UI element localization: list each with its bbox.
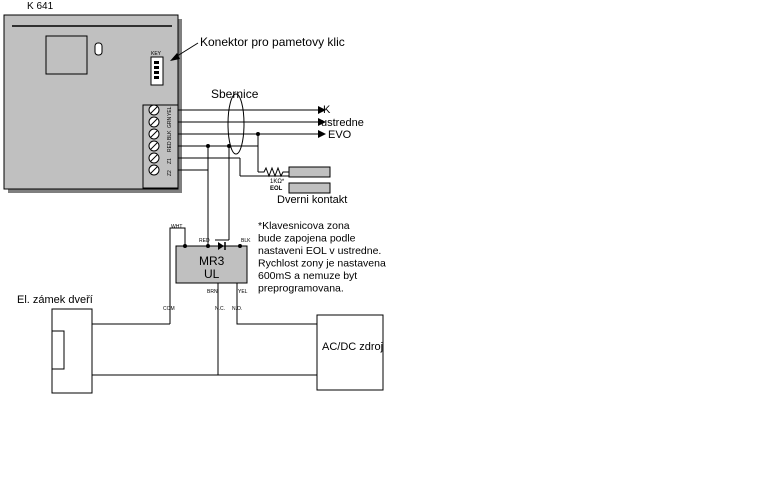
arrow-k-icon: [318, 106, 326, 114]
terminal-screw-slot: [150, 166, 158, 174]
terminal-screw-slot: [150, 130, 158, 138]
terminal-label: YEL: [167, 106, 173, 116]
terminal-label: BLK: [167, 130, 173, 140]
arrow-evo-icon: [318, 130, 326, 138]
key-label: KEY: [151, 51, 162, 57]
note-line: Rychlost zony je nastavena: [258, 258, 386, 270]
arrow-label-evo: EVO: [328, 129, 352, 141]
eol-label: EOL: [270, 186, 283, 192]
wire-terminal: [238, 244, 242, 248]
power-supply-label: AC/DC zdroj: [322, 341, 383, 353]
terminal-label: RED: [167, 141, 173, 152]
bus-wires: [178, 109, 318, 172]
keypad-led-icon: [94, 42, 103, 56]
brn-label: BRN: [207, 289, 218, 295]
wire-terminal: [183, 244, 187, 248]
terminal-label: Z2: [167, 170, 173, 176]
diode-icon: [208, 242, 240, 250]
arrow-label-ustredne: ustredne: [321, 117, 364, 129]
terminal-screw-slot: [150, 106, 158, 114]
door-contact-label: Dverni kontakt: [277, 194, 347, 206]
red-label: RED: [199, 238, 210, 244]
power-supply-box: [316, 314, 384, 391]
resistor-label: 1KΩ*: [270, 179, 285, 185]
door-lock-label: El. zámek dveří: [17, 294, 93, 306]
note-line: bude zapojena podle: [258, 233, 356, 245]
connector-arrow-icon: [170, 53, 180, 61]
keypad-title: K 641: [27, 1, 54, 12]
note-line: nastaveni EOL v ustredne.: [258, 245, 381, 257]
door-lock-bolt: [51, 330, 65, 370]
terminal-label: GRN: [167, 117, 173, 129]
terminal-label: Z1: [167, 158, 173, 164]
bus-shield-icon: [227, 93, 245, 155]
com-label: COM: [163, 306, 175, 312]
door-contact-body: [288, 182, 331, 194]
wht-label: WHT: [171, 224, 182, 230]
bus-label: Sbernice: [211, 87, 259, 101]
relay-name-line2: UL: [204, 267, 220, 281]
arrow-ustredne-icon: [318, 118, 326, 126]
connector-pins: [154, 61, 159, 79]
yel-label: YEL: [238, 289, 248, 295]
relay-name-line1: MR3: [199, 254, 225, 268]
note-line: *Klavesnicova zona: [258, 220, 350, 232]
arrow-label-k: K: [323, 104, 331, 116]
connector-label: Konektor pro pametovy klic: [200, 35, 345, 49]
junction-dot: [256, 132, 260, 136]
note-line: 600mS a nemuze byt: [258, 270, 357, 282]
wire-terminal: [206, 244, 210, 248]
no-label: N.O.: [232, 306, 242, 312]
terminal-screw-slot: [150, 142, 158, 150]
nc-label: N.C.: [215, 306, 225, 312]
note-line: preprogramovana.: [258, 283, 344, 295]
relay-wires: [92, 146, 317, 376]
resistor-icon: [258, 166, 289, 178]
eol-resistor-body: [288, 166, 331, 178]
keypad-display: [45, 35, 88, 75]
blk-label: BLK: [241, 238, 251, 244]
terminal-screw-slot: [150, 154, 158, 162]
mr3-relay-module: [175, 245, 248, 284]
terminal-screw-slot: [150, 118, 158, 126]
